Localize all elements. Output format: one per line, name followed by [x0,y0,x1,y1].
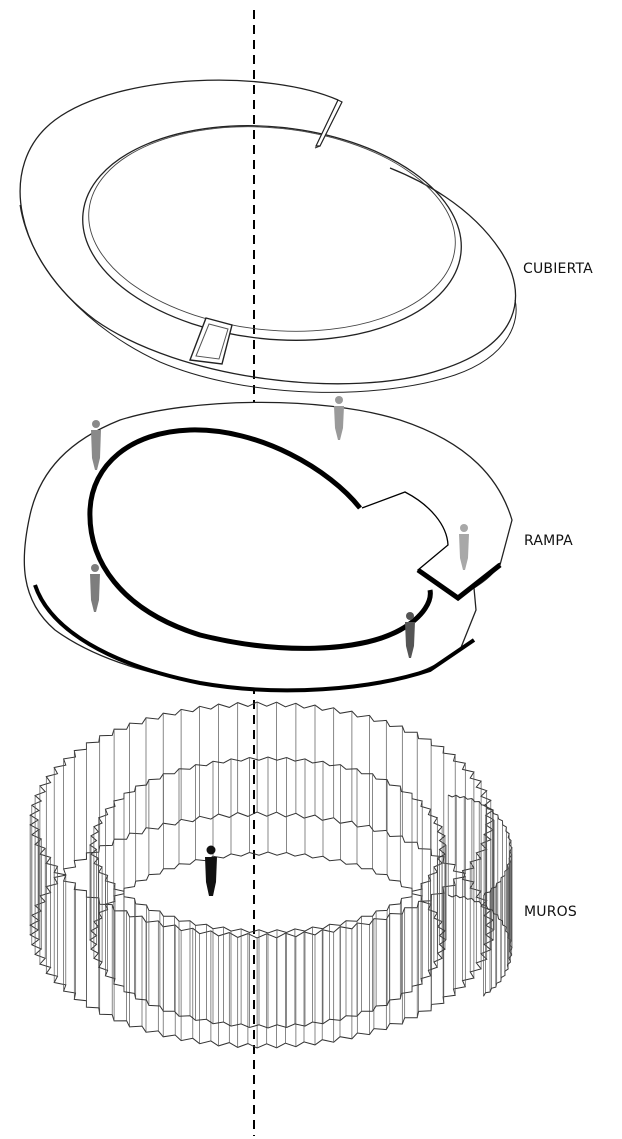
ramp-inner-edge [87,427,433,651]
ramp-landing [361,491,501,599]
roof-skylight [189,317,233,365]
figure-icon [334,396,344,440]
human-figures-ramp [90,396,469,658]
ramp-bottom-edge [33,584,476,693]
walls-layer [29,701,513,1049]
walls-label: MUROS [524,904,577,920]
roof-label: CUBIERTA [523,261,593,277]
figure-icon [90,564,100,612]
spiral-wall-end [447,794,513,997]
figure-icon [405,612,415,658]
ramp-layer [23,401,513,693]
inner-wall-ring [89,756,447,1029]
roof-layer [19,79,517,393]
roof-outer-edge [19,79,517,385]
roof-cut-edge [315,99,343,147]
figure-icon [459,524,469,570]
roof-outer-edge-thickness [19,204,517,393]
roof-inner-opening [82,125,462,341]
roof-inner-opening-lip [88,126,456,332]
ramp-landing-bold-edge [416,563,502,602]
figure-icon [91,420,101,470]
outer-wall-ring [29,701,495,1049]
figure-icon [205,845,217,896]
ramp-label: RAMPA [524,533,573,549]
